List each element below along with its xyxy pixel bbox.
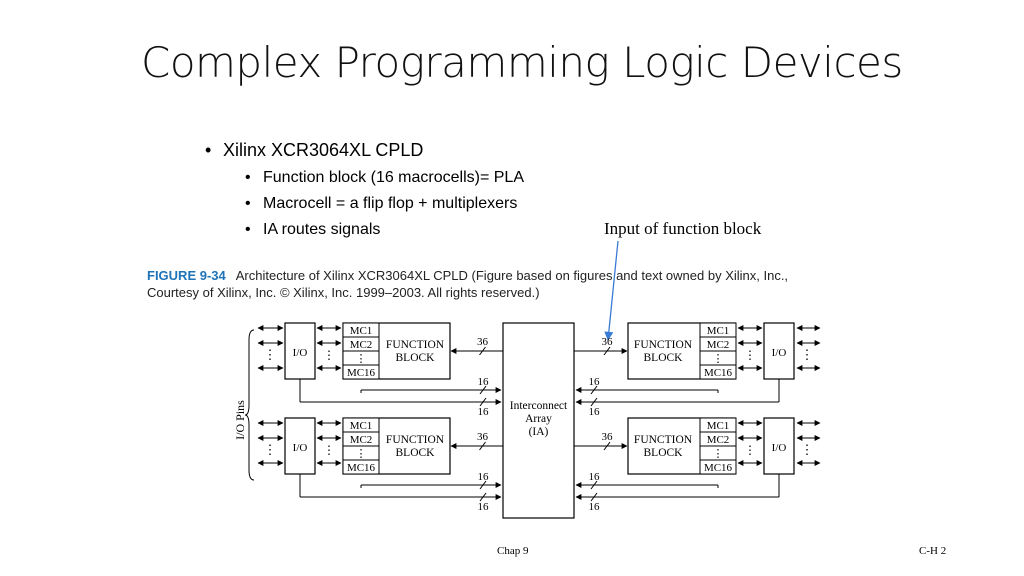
macrocell-label: MC1 <box>707 325 730 337</box>
bullet-list: • Xilinx XCR3064XL CPLD • Function block (… <box>205 140 524 239</box>
bus-16-slash <box>479 397 487 407</box>
interconnect-array <box>502 322 575 519</box>
io-pins-brace <box>244 329 255 481</box>
bullet-sub-3: • IA routes signals <box>245 221 524 239</box>
macrocell-label: MC2 <box>350 434 373 446</box>
macrocell-label: MC16 <box>347 367 376 379</box>
bus-16-label: 16 <box>589 471 601 483</box>
bus-36-label: 36 <box>602 336 614 348</box>
bus-16-label: 16 <box>478 406 490 418</box>
bus-16-label: 16 <box>478 376 490 388</box>
bus-36-slash <box>479 441 486 451</box>
macrocell-label: ⋮ <box>713 353 724 365</box>
io-pin-dots: ⋮ <box>801 442 814 457</box>
macrocell-label: MC2 <box>707 434 730 446</box>
annotation-label: Input of function block <box>604 219 762 238</box>
io-mc-dots: ⋮ <box>323 443 335 457</box>
macrocell-label: MC1 <box>707 420 730 432</box>
function-block-label-line1: FUNCTION <box>386 339 445 351</box>
io-pin-dots: ⋮ <box>264 442 277 457</box>
bus-16-label: 16 <box>478 501 490 513</box>
bus-36-slash <box>479 346 486 356</box>
bus-36-label: 36 <box>477 336 489 348</box>
function-block-label-line2: BLOCK <box>396 352 436 364</box>
bus-16-label: 16 <box>589 376 601 388</box>
function-block-label-line2: BLOCK <box>644 447 684 459</box>
bullet-sub-2: • Macrocell = a flip flop + multiplexers <box>245 195 524 213</box>
io-block-label: I/O <box>293 442 308 454</box>
bus-36-label: 36 <box>602 431 614 443</box>
bullet-sub-1: • Function block (16 macrocells)= PLA <box>245 169 524 187</box>
bus-16-slash <box>590 385 598 395</box>
ia-label-line1: Interconnect <box>510 400 568 412</box>
bullet-dot: • <box>245 169 251 186</box>
bus-16-slash <box>479 480 487 490</box>
footer-page: C-H 2 <box>919 545 947 557</box>
function-block-label-line1: FUNCTION <box>634 434 693 446</box>
bus-16-slash <box>590 480 598 490</box>
io-block-label: I/O <box>293 347 308 359</box>
macrocell-label: MC1 <box>350 420 373 432</box>
macrocell-label: MC2 <box>707 339 730 351</box>
bus-16-slash <box>590 397 598 407</box>
io-block <box>284 417 316 475</box>
macrocell <box>342 459 380 475</box>
annotation-arrow <box>604 240 619 341</box>
bullet-main: • Xilinx XCR3064XL CPLD <box>205 140 524 161</box>
bullet-dot: • <box>245 195 251 212</box>
bus-36-slash <box>603 346 611 356</box>
io-block-label: I/O <box>772 347 787 359</box>
bus-16-label: 16 <box>589 501 601 513</box>
macrocell-label: MC16 <box>704 462 733 474</box>
io-pin-dots: ⋮ <box>264 347 277 362</box>
bullet-sub-text: Function block (16 macrocells)= PLA <box>263 169 524 186</box>
io-block <box>284 322 316 380</box>
bus-16-slash <box>590 492 598 502</box>
macrocell-label: MC16 <box>704 367 733 379</box>
macrocell-label: MC1 <box>350 325 373 337</box>
function-block-label-line1: FUNCTION <box>634 339 693 351</box>
figure-number: FIGURE 9-34 <box>147 268 226 283</box>
bus-36-label: 36 <box>477 431 489 443</box>
ia-label-line3: (IA) <box>529 426 549 438</box>
bus-16-label: 16 <box>589 406 601 418</box>
figure-caption-text: Architecture of Xilinx XCR3064XL CPLD (F… <box>147 268 789 300</box>
macrocell-label: ⋮ <box>713 448 724 460</box>
bus-16-slash <box>479 385 487 395</box>
io-mc-dots: ⋮ <box>323 348 335 362</box>
bullet-dot: • <box>245 221 251 238</box>
io-mc-dots: ⋮ <box>744 443 756 457</box>
macrocell <box>342 364 380 380</box>
macrocell-label: ⋮ <box>356 448 367 460</box>
io-pins-label: I/O Pins <box>233 400 247 440</box>
function-block-label-line1: FUNCTION <box>386 434 445 446</box>
bullet-sub-text: Macrocell = a flip flop + multiplexers <box>263 195 518 212</box>
bus-36-slash <box>603 441 611 451</box>
bullet-sub-text: IA routes signals <box>263 221 381 238</box>
io-pin-dots: ⋮ <box>801 347 814 362</box>
bullet-dot: • <box>205 140 212 160</box>
bus-16-slash <box>479 492 487 502</box>
io-block-label: I/O <box>772 442 787 454</box>
function-block-label-line2: BLOCK <box>644 352 684 364</box>
macrocell-label: ⋮ <box>356 353 367 365</box>
slide-title: Complex Programming Logic Devices <box>141 38 903 87</box>
footer-chapter: Chap 9 <box>497 545 529 557</box>
bus-16-label: 16 <box>478 471 490 483</box>
ia-label-line2: Array <box>525 413 552 425</box>
macrocell-label: MC16 <box>347 462 376 474</box>
io-mc-dots: ⋮ <box>744 348 756 362</box>
diagram-body: ⋮I/O⋮MC1MC2⋮MC16FUNCTIONBLOCK361616⋮I/O⋮… <box>257 322 821 513</box>
macrocell <box>699 459 737 475</box>
macrocell-label: MC2 <box>350 339 373 351</box>
macrocell <box>699 364 737 380</box>
function-block-label-line2: BLOCK <box>396 447 436 459</box>
bullet-main-text: Xilinx XCR3064XL CPLD <box>223 140 424 160</box>
